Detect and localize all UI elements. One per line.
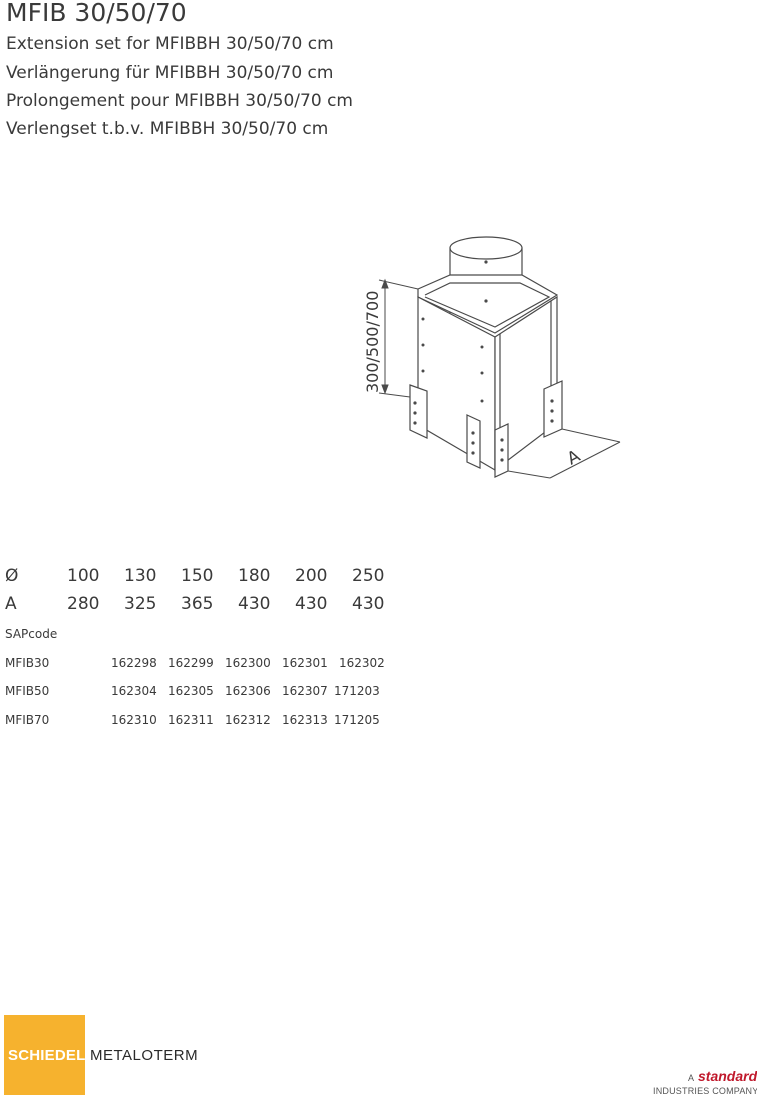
diameter-cell: 180 xyxy=(238,566,271,586)
product-title: MFIB 30/50/70 xyxy=(6,0,187,27)
sap-code: 162300 xyxy=(225,656,271,670)
diameter-label: Ø xyxy=(5,566,19,586)
pipe-top xyxy=(449,236,523,260)
diameter-cell: 250 xyxy=(352,566,385,586)
sap-code: 162301 xyxy=(282,656,328,670)
dimension-lines xyxy=(378,278,621,479)
logo-schiedel: SCHIEDEL xyxy=(8,1047,86,1064)
diameter-cell: 100 xyxy=(67,566,100,586)
sap-code: 162304 xyxy=(111,684,157,698)
bracket-left xyxy=(409,384,428,439)
sap-code: 162306 xyxy=(225,684,271,698)
sap-code: 162299 xyxy=(168,656,214,670)
a-cell: 325 xyxy=(124,594,157,614)
sap-code: 162302 xyxy=(339,656,385,670)
row-name: MFIB70 xyxy=(5,713,50,727)
company-suffix: INDUSTRIES COMPANY xyxy=(653,1086,757,1096)
a-cell: 280 xyxy=(67,594,100,614)
sap-code: 162307 xyxy=(282,684,328,698)
a-label: A xyxy=(5,594,17,614)
sap-code: 171205 xyxy=(334,713,380,727)
description-de: Verlängerung für MFIBBH 30/50/70 cm xyxy=(6,63,334,83)
height-dimension-label: 300/500/700 xyxy=(363,291,382,393)
sap-code: 162313 xyxy=(282,713,328,727)
description-nl: Verlengset t.b.v. MFIBBH 30/50/70 cm xyxy=(6,119,329,139)
bracket-right xyxy=(543,380,563,438)
logo-metaloterm: METALOTERM xyxy=(90,1047,199,1064)
a-cell: 430 xyxy=(352,594,385,614)
row-name: MFIB30 xyxy=(5,656,50,670)
row-name: MFIB50 xyxy=(5,684,50,698)
company-name: standard xyxy=(698,1068,757,1084)
schiedel-logo-box xyxy=(4,1015,85,1095)
description-fr: Prolongement pour MFIBBH 30/50/70 cm xyxy=(6,91,353,111)
width-dimension-label: A xyxy=(564,446,584,469)
diameter-cell: 130 xyxy=(124,566,157,586)
bolts xyxy=(413,260,554,462)
sap-code: 171203 xyxy=(334,684,380,698)
sap-code: 162310 xyxy=(111,713,157,727)
sap-code: 162312 xyxy=(225,713,271,727)
a-cell: 365 xyxy=(181,594,214,614)
description-en: Extension set for MFIBBH 30/50/70 cm xyxy=(6,34,334,54)
diameter-cell: 150 xyxy=(181,566,214,586)
extension-set-drawing: 300/500/700 A xyxy=(363,236,621,479)
sap-code: 162305 xyxy=(168,684,214,698)
sapcode-label: SAPcode xyxy=(5,627,58,641)
diameter-cell: 200 xyxy=(295,566,328,586)
sap-code: 162311 xyxy=(168,713,214,727)
a-cell: 430 xyxy=(238,594,271,614)
a-cell: 430 xyxy=(295,594,328,614)
company-prefix: A xyxy=(688,1073,695,1083)
sap-code: 162298 xyxy=(111,656,157,670)
